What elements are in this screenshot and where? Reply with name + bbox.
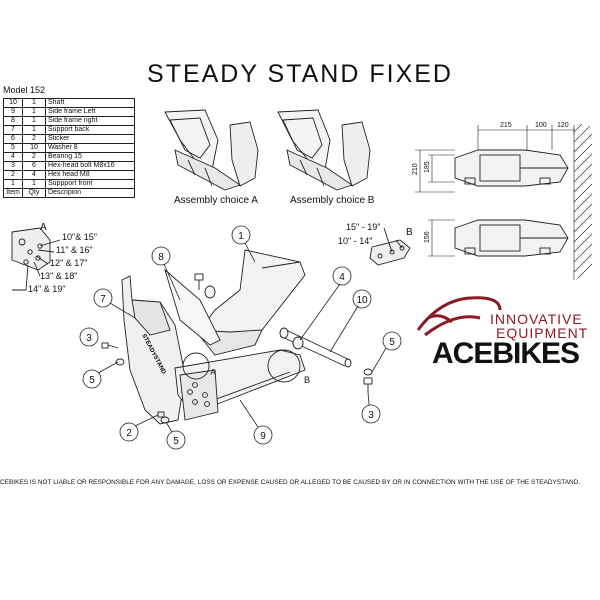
assembly-a-caption: Assembly choice A xyxy=(174,195,258,206)
dim-120: 120 xyxy=(557,122,569,129)
detail-a-size-5: 14" & 19" xyxy=(28,284,66,294)
callout-7: 7 xyxy=(100,294,106,305)
callout-1: 1 xyxy=(238,231,244,242)
top-view-drawing-1 xyxy=(454,149,569,187)
detail-a-size-3: 12" & 17" xyxy=(50,258,88,268)
assembly-b-drawing xyxy=(277,109,371,191)
detail-a-size-4: 13" & 18" xyxy=(40,271,78,281)
detail-a-letter: A xyxy=(40,222,47,233)
callout-4: 4 xyxy=(339,272,345,283)
page-title: STEADY STAND FIXED xyxy=(147,60,453,88)
detail-a-size-2: 11" & 16" xyxy=(56,245,93,255)
assembly-b-caption: Assembly choice B xyxy=(290,195,375,206)
callout-8: 8 xyxy=(158,252,164,263)
callout-5c: 5 xyxy=(389,337,395,348)
detail-a-size-1: 10"& 15" xyxy=(62,232,97,242)
logo-equipment: EQUIPMENT xyxy=(496,325,589,341)
callout-3a: 3 xyxy=(86,333,92,344)
dimension-lines xyxy=(415,125,575,257)
detail-b-letter: B xyxy=(406,227,413,238)
logo-innovative: INNOVATIVE xyxy=(490,311,583,327)
dim-210: 210 xyxy=(412,163,419,175)
callout-bubbles xyxy=(79,225,402,450)
callout-9: 9 xyxy=(260,431,266,442)
detail-a-drawing xyxy=(11,227,61,291)
top-view-drawing-2 xyxy=(454,219,569,257)
disclaimer-text: CEBIKES IS NOT LIABLE OR RESPONSIBLE FOR… xyxy=(0,479,581,486)
callout-10: 10 xyxy=(356,295,368,306)
callout-2: 2 xyxy=(126,428,132,439)
callout-3b: 3 xyxy=(368,410,374,421)
dim-215: 215 xyxy=(500,122,512,129)
detail-b-size-1: 15" - 19" xyxy=(346,222,381,232)
dim-100: 100 xyxy=(535,122,547,129)
wall-hatching xyxy=(573,123,593,280)
main-assembly-drawing xyxy=(101,249,373,425)
parts-header-description: Descripion xyxy=(45,188,135,198)
logo-brand: ACEBIKES xyxy=(432,337,580,370)
callout-5a: 5 xyxy=(89,375,95,386)
model-label: Model 152 xyxy=(3,85,46,95)
detail-b-drawing xyxy=(369,227,411,266)
acebikes-logo-mark xyxy=(416,296,502,337)
detail-b-size-2: 10" - 14" xyxy=(338,236,373,246)
dim-156: 156 xyxy=(424,231,431,243)
dim-185: 185 xyxy=(424,161,431,173)
callout-b-main: B xyxy=(304,375,310,385)
assembly-a-drawing xyxy=(164,109,259,191)
callout-a-main: A xyxy=(210,368,216,377)
callout-5b: 5 xyxy=(173,436,179,447)
